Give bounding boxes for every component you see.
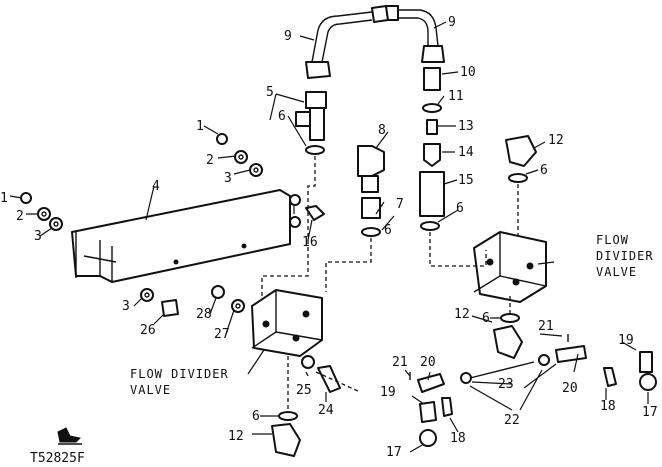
callout-6-elbow: 6 (384, 223, 392, 238)
callout-1-top: 1 (196, 119, 204, 134)
callout-22: 22 (504, 413, 520, 428)
callout-2-top: 2 (206, 153, 214, 168)
callout-12-right: 12 (454, 307, 470, 322)
callout-12-top: 12 (548, 133, 564, 148)
callout-6-top-right: 6 (540, 163, 548, 178)
callout-13: 13 (458, 119, 474, 134)
callout-26: 26 (140, 323, 156, 338)
callout-17-left: 17 (386, 445, 402, 460)
flow-divider-valve-right (473, 231, 547, 303)
label-flow-divider-right-1: FLOW (596, 233, 629, 247)
callout-6-lower: 6 (252, 409, 260, 424)
callout-28: 28 (196, 307, 212, 322)
elbow-fitting-12-right (493, 313, 523, 359)
mounting-bracket (71, 189, 291, 283)
callout-1-left: 1 (0, 191, 8, 206)
leader-lines (9, 21, 649, 453)
callout-18-left: 18 (450, 431, 466, 446)
label-flow-divider-right-3: VALVE (596, 265, 637, 279)
callout-4: 4 (152, 179, 160, 194)
deer-logo (57, 427, 82, 445)
callout-16: 16 (302, 235, 318, 250)
callout-19-left: 19 (380, 385, 396, 400)
callout-9-right: 9 (448, 15, 456, 30)
callout-6-fitting: 6 (278, 109, 286, 124)
callout-3-left: 3 (34, 229, 42, 244)
callout-10: 10 (460, 65, 476, 80)
callout-19-right: 19 (618, 333, 634, 348)
callout-2-left: 2 (16, 209, 24, 224)
callout-27: 27 (214, 327, 230, 342)
callout-6-center: 6 (456, 201, 464, 216)
hydraulic-hose (305, 5, 445, 79)
elbow-fitting-12-top (505, 135, 537, 183)
callout-3-lower: 3 (122, 299, 130, 314)
callout-18-right: 18 (600, 399, 616, 414)
label-flow-divider-right-2: DIVIDER (596, 249, 654, 263)
figure-id: T52825F (30, 451, 85, 466)
callout-24: 24 (318, 403, 334, 418)
tee-fitting-5 (295, 91, 327, 155)
flow-divider-valve-left (251, 289, 323, 357)
callout-12-lower: 12 (228, 429, 244, 444)
callout-5: 5 (266, 85, 274, 100)
callout-23: 23 (498, 377, 514, 392)
callout-14: 14 (458, 145, 474, 160)
callout-8: 8 (378, 123, 386, 138)
callout-7: 7 (396, 197, 404, 212)
label-flow-divider-left-1: FLOW DIVIDER (130, 367, 229, 381)
hardware-items (20, 133, 617, 417)
callout-17-right: 17 (642, 405, 658, 420)
callout-9-left: 9 (284, 29, 292, 44)
connection-lines (261, 156, 519, 410)
callout-3-top: 3 (224, 171, 232, 186)
linkage-parts (409, 334, 657, 447)
callout-21-right: 21 (538, 319, 554, 334)
callout-6-right: 6 (482, 311, 490, 326)
elbow-fitting-8 (357, 145, 385, 237)
callout-11: 11 (448, 89, 464, 104)
valve-labels: FLOW DIVIDER VALVE FLOW DIVIDER VALVE (130, 233, 654, 397)
center-fitting-stack (419, 67, 445, 231)
callout-numbers: 9 9 10 11 13 14 15 12 6 6 5 6 8 7 6 1 2 … (0, 15, 658, 460)
label-flow-divider-left-2: VALVE (130, 383, 171, 397)
callout-20-left: 20 (420, 355, 436, 370)
callout-25: 25 (296, 383, 312, 398)
callout-15: 15 (458, 173, 474, 188)
callout-21-left: 21 (392, 355, 408, 370)
elbow-fitting-12-left (271, 411, 301, 457)
callout-20-right: 20 (562, 381, 578, 396)
